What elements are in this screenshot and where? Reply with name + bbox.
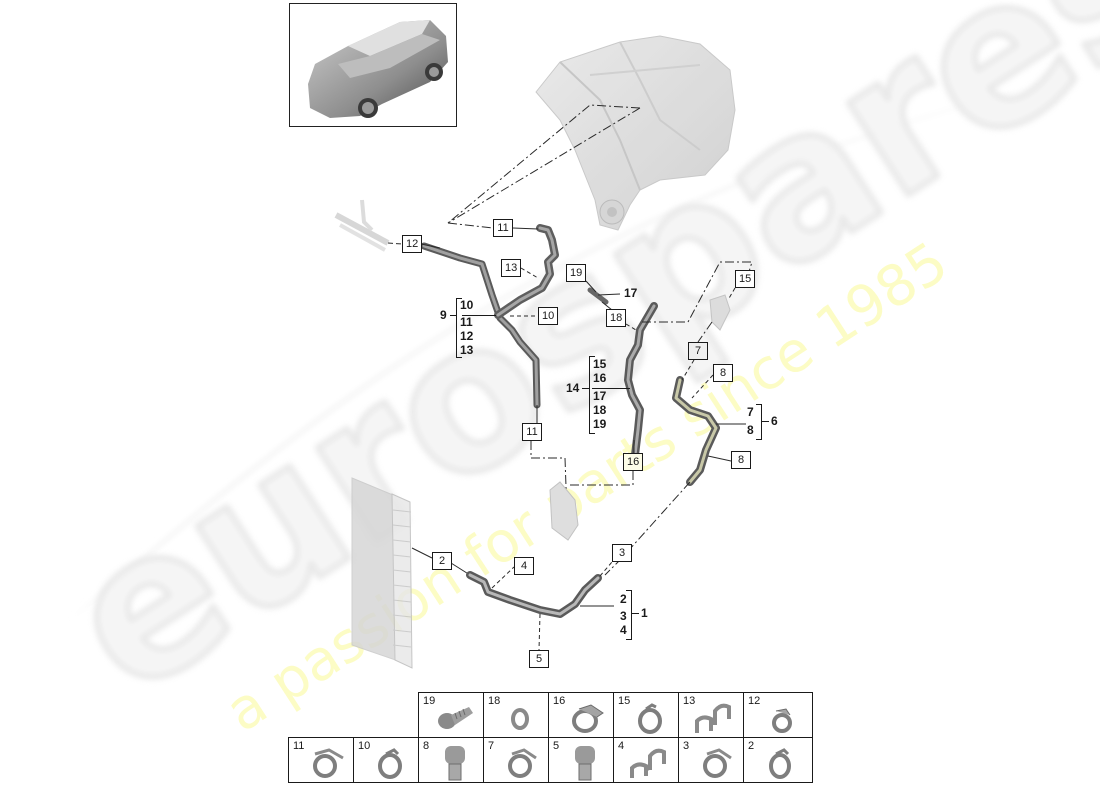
hose-clamp-icon	[769, 748, 791, 779]
hose-assembly-9	[420, 224, 559, 409]
callout-2[interactable]: 2	[432, 552, 452, 570]
double-holder-clip-icon	[695, 703, 731, 733]
parts-cell-10[interactable]: 10	[353, 737, 419, 783]
callout-12[interactable]: 12	[402, 235, 423, 253]
callout-3[interactable]: 3	[612, 544, 632, 562]
assembly-items: 2 3 4	[620, 592, 627, 637]
assembly-number: 14	[566, 381, 580, 395]
transmission-part	[535, 35, 736, 231]
parts-cell-11[interactable]: 11	[288, 737, 354, 783]
hose-clamp-icon	[772, 708, 792, 733]
assembly-number: 6	[771, 414, 778, 428]
parts-cell-2[interactable]: 2	[743, 737, 813, 783]
callout-7[interactable]: 7	[688, 342, 708, 360]
assembly-bracket	[626, 590, 632, 640]
parts-cell-8[interactable]: 8	[418, 737, 484, 783]
parts-cell-4[interactable]: 4	[613, 737, 679, 783]
callout-18[interactable]: 18	[606, 309, 627, 327]
assembly-items: 15 16 17 18 19	[593, 357, 607, 431]
hose-clamp-icon	[508, 748, 537, 778]
callout-11-top[interactable]: 11	[493, 219, 513, 237]
parts-cell-19[interactable]: 19	[418, 692, 484, 738]
callout-4[interactable]: 4	[514, 557, 534, 575]
hose-assembly-6	[672, 376, 720, 486]
pipe-holder-clip-icon	[445, 746, 465, 781]
callout-16[interactable]: 16	[623, 453, 644, 471]
assembly-number: 9	[440, 308, 447, 322]
pipe-holder-clip-icon	[575, 746, 595, 781]
parts-cell-16[interactable]: 16	[548, 692, 614, 738]
assembly-number: 1	[641, 606, 648, 620]
vehicle-thumbnail	[289, 3, 457, 127]
callout-5[interactable]: 5	[529, 650, 549, 668]
parts-cell-15[interactable]: 15	[613, 692, 679, 738]
hose-clamp-icon	[703, 748, 732, 778]
parts-cell-13[interactable]: 13	[678, 692, 744, 738]
o-ring-icon	[511, 708, 529, 730]
parts-cell-7[interactable]: 7	[483, 737, 549, 783]
car-icon	[308, 20, 448, 118]
assembly-bracket	[456, 298, 462, 358]
label-17[interactable]: 17	[624, 286, 638, 300]
parts-cell-5[interactable]: 5	[548, 737, 614, 783]
bracket-part	[334, 199, 390, 252]
callout-15[interactable]: 15	[735, 270, 756, 288]
assembly-items: 10 11 12 13	[460, 298, 474, 357]
hose-clamp-icon	[638, 703, 662, 734]
double-holder-clip-icon	[630, 748, 666, 778]
parts-cell-12[interactable]: 12	[743, 692, 813, 738]
assembly-bracket	[756, 404, 762, 440]
callout-13[interactable]: 13	[501, 259, 522, 277]
assembly-bracket	[589, 356, 595, 434]
cooler-part	[351, 477, 413, 669]
line-assembly-1	[466, 571, 602, 618]
hose-assembly-14	[624, 302, 658, 459]
callout-8-upper[interactable]: 8	[713, 364, 733, 382]
callout-8-lower[interactable]: 8	[731, 451, 751, 469]
callout-19[interactable]: 19	[566, 264, 587, 282]
callout-11-middle[interactable]: 11	[522, 423, 542, 441]
callout-10[interactable]: 10	[538, 307, 559, 325]
parts-cell-18[interactable]: 18	[483, 692, 549, 738]
parts-cell-3[interactable]: 3	[678, 737, 744, 783]
hose-clamp-icon	[378, 748, 402, 779]
hose-clamp-icon	[313, 748, 344, 778]
hose-clamp-icon	[572, 704, 604, 733]
assembly-items: 7 8	[747, 405, 754, 437]
bolt-icon	[438, 707, 473, 729]
